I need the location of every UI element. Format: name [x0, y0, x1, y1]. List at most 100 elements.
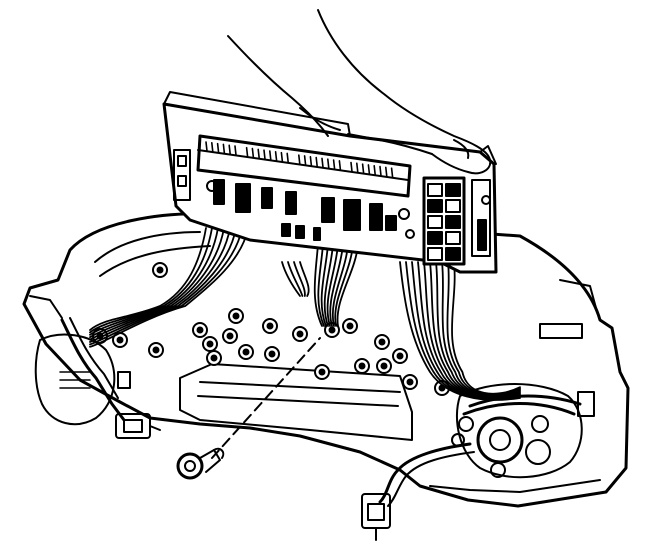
board-chip — [295, 225, 305, 239]
harness-wire-left — [89, 227, 219, 336]
connector-pin — [367, 164, 371, 175]
bulb-socket-center — [196, 326, 204, 334]
bulb-socket-center — [396, 352, 404, 360]
connector-pin — [373, 164, 377, 176]
circuit-board — [162, 91, 498, 274]
wiring-harness — [89, 227, 521, 401]
board-chip — [385, 215, 397, 231]
connector-pin — [379, 165, 382, 177]
harness-wire-left — [89, 227, 243, 346]
connector-pin — [263, 149, 266, 160]
harness-wire-left — [89, 227, 213, 334]
side-cell — [427, 247, 443, 261]
board-chip — [213, 179, 225, 205]
board-chip — [235, 183, 251, 213]
bulb-socket-center — [346, 322, 354, 330]
harness-wire-left — [89, 227, 207, 331]
harness-wire-right — [411, 261, 521, 400]
connector-pin — [297, 154, 301, 165]
harness-wire-left — [89, 227, 231, 341]
bulb-socket-center — [210, 354, 218, 362]
connector-pin — [245, 146, 249, 158]
harness-wire-right — [405, 261, 521, 400]
bulb-socket-center — [406, 378, 414, 386]
harness-wire-left — [89, 227, 249, 348]
hand — [227, 9, 492, 175]
connector-pin — [268, 150, 272, 161]
bulb-socket-center — [266, 322, 274, 330]
side-connector-cells — [427, 183, 461, 261]
bottom-connector — [361, 493, 391, 529]
side-cell — [445, 183, 461, 197]
side-cell — [427, 199, 443, 213]
board-chip — [321, 197, 335, 223]
harness-wire-branch — [287, 261, 304, 297]
removed-bulb-socket — [176, 337, 321, 480]
left-gauge-circuit — [34, 317, 161, 439]
connector-pin — [257, 148, 261, 160]
connector-pin — [321, 157, 324, 169]
harness-wire-center — [329, 243, 344, 327]
bulb-socket-center — [242, 348, 250, 356]
board-chip — [281, 223, 291, 237]
bulb-socket-center — [116, 336, 124, 344]
connector-pin — [222, 143, 226, 155]
bulb-socket-center — [378, 338, 386, 346]
bulb-socket-center — [156, 266, 164, 274]
board-chip — [285, 191, 297, 215]
harness-wire-center — [323, 243, 334, 327]
bulb-socket-center — [318, 368, 326, 376]
harness-wire-branch — [281, 261, 301, 297]
side-cell — [427, 215, 443, 229]
bulb-socket-center — [328, 326, 336, 334]
lower-window-cutout — [179, 363, 413, 441]
harness-wire-left — [89, 227, 237, 343]
connector-pin — [309, 155, 313, 167]
lower-right-harness — [361, 442, 475, 541]
connector-pin — [315, 156, 319, 168]
bulb-socket-center — [268, 350, 276, 358]
harness-wire-center — [313, 243, 323, 327]
connector-pin — [205, 141, 208, 152]
connector-pins — [205, 141, 394, 179]
board-chip — [343, 199, 361, 231]
connector-pin — [390, 167, 394, 179]
connector-pin — [350, 161, 353, 173]
right-gauge-circuit — [451, 383, 595, 479]
board-chip — [369, 203, 383, 231]
bulb-socket-center — [232, 312, 240, 320]
connector-pin — [338, 160, 342, 171]
connector-pin — [286, 152, 290, 164]
harness-wire-right — [399, 261, 521, 401]
connector-pin — [216, 142, 220, 154]
harness-wire-branch — [299, 261, 310, 297]
bulb-socket-center — [358, 362, 366, 370]
cluster-housing — [22, 212, 630, 508]
side-cell — [427, 231, 443, 245]
harness-wire-center — [326, 243, 339, 327]
connector-pin — [326, 158, 330, 170]
harness-wire-center — [320, 243, 329, 327]
connector-pin — [355, 162, 359, 174]
harness-wire-right — [451, 261, 521, 395]
bulb-socket-center — [380, 362, 388, 370]
board-chip — [313, 227, 321, 241]
board-chips — [213, 179, 397, 241]
bulb-socket-center — [152, 346, 160, 354]
connector-pin — [251, 147, 255, 159]
connector-pin — [234, 145, 237, 156]
side-cell — [445, 199, 461, 213]
connector-pin — [280, 151, 284, 163]
connector-pin — [274, 151, 278, 162]
harness-wire-left — [89, 227, 225, 339]
side-cell — [427, 183, 443, 197]
connector-pin — [384, 166, 388, 178]
harness-wire-right — [446, 261, 521, 396]
connector-pin — [303, 155, 307, 166]
side-cell — [445, 231, 461, 245]
bulb-socket-center — [296, 330, 304, 338]
connector-pin — [332, 159, 336, 170]
harness-wire-branch — [293, 261, 306, 297]
